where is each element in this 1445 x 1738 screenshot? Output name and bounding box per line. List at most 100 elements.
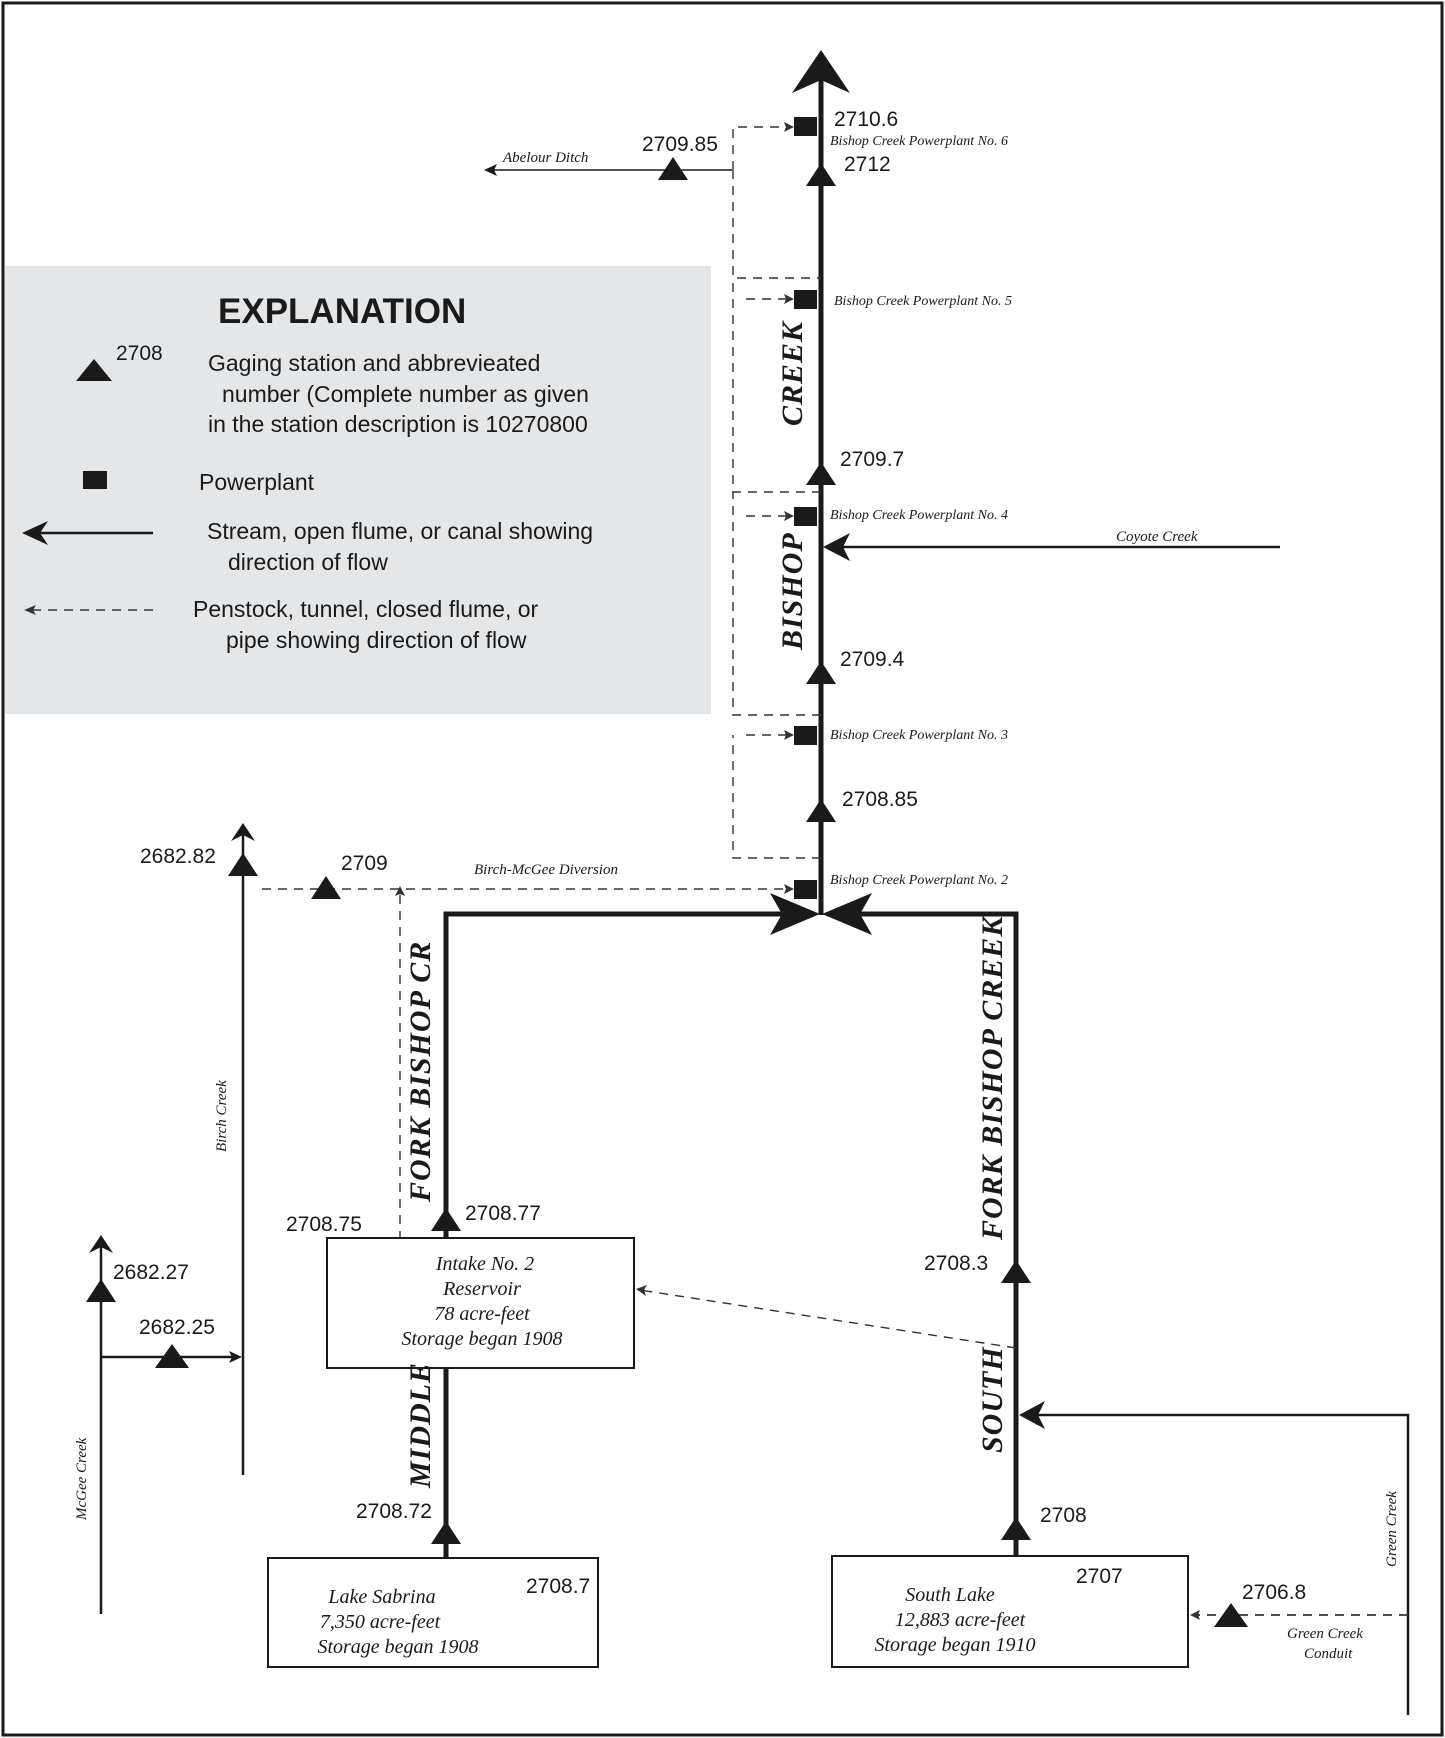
south-lake-name: South Lake: [905, 1584, 995, 1606]
penstock-arrowheads: [395, 122, 1200, 1620]
station-2709-4-marker: [806, 661, 836, 684]
legend-pipe-line-2: pipe showing direction of flow: [226, 627, 527, 653]
intake-capacity: 78 acre-feet: [434, 1303, 530, 1325]
sabrina-capacity: 7,350 acre-feet: [320, 1611, 441, 1633]
middle-fork: [443, 893, 820, 1558]
label-south-lower: SOUTH: [976, 1346, 1009, 1453]
powerplant-4: [794, 507, 817, 526]
legend-panel: EXPLANATION 2708 Gaging station and abbr…: [5, 266, 711, 714]
intake-name: Intake No. 2: [435, 1253, 534, 1275]
station-2708-77-label: 2708.77: [465, 1202, 541, 1225]
powerplant-icon: [83, 471, 107, 489]
green-creek-label: Green Creek: [1384, 1491, 1400, 1567]
mcgee-creek-label: McGee Creek: [74, 1437, 90, 1521]
penstocks: [262, 126, 1408, 1616]
coyote-creek-label: Coyote Creek: [1116, 529, 1198, 545]
powerplant-2-label: Bishop Creek Powerplant No. 2: [830, 873, 1008, 888]
station-2709-4-label: 2709.4: [840, 648, 905, 671]
legend-station-example: 2708: [116, 342, 163, 365]
station-2708-7-label: 2708.7: [526, 1575, 590, 1598]
powerplant-2: [794, 880, 817, 899]
station-2709-7-marker: [806, 462, 836, 485]
label-middle-lower: MIDDLE: [404, 1362, 437, 1489]
powerplant-6-label: Bishop Creek Powerplant No. 6: [830, 134, 1008, 149]
station-2708-3-label: 2708.3: [924, 1252, 988, 1275]
intake-storage: Storage began 1908: [401, 1328, 562, 1350]
stream-arrow-icon: [22, 521, 153, 545]
intake-reservoir: Intake No. 2 Reservoir 78 acre-feet Stor…: [326, 1237, 635, 1369]
station-2708-72-label: 2708.72: [356, 1500, 432, 1523]
station-2709-85-label: 2709.85: [642, 133, 718, 156]
green-conduit-label-1: Green Creek: [1287, 1626, 1363, 1642]
powerplant-4-label: Bishop Creek Powerplant No. 4: [830, 508, 1008, 523]
legend-station-line-1: Gaging station and abbrevieated: [208, 350, 540, 376]
station-2708-label: 2708: [1040, 1504, 1087, 1527]
legend-station-line-3: in the station description is 10270800: [208, 411, 588, 437]
station-2707-label: 2707: [1076, 1565, 1123, 1588]
station-2708-85-label: 2708.85: [842, 788, 918, 811]
bishop-creek-main: [792, 50, 850, 915]
station-2709-marker: [311, 876, 341, 899]
abelour-ditch: [484, 164, 732, 176]
legend-stream-line-1: Stream, open flume, or canal showing: [207, 518, 593, 544]
mcgee-creek: [89, 1235, 242, 1614]
powerplants: [794, 117, 817, 899]
south-lake: South Lake 12,883 acre-feet Storage bega…: [831, 1555, 1189, 1668]
south-lake-capacity: 12,883 acre-feet: [895, 1609, 1026, 1631]
station-2682-82-label: 2682.82: [140, 845, 216, 868]
legend-powerplant-label: Powerplant: [199, 469, 315, 495]
birch-mcgee-label: Birch-McGee Diversion: [474, 862, 618, 878]
powerplant-3: [794, 726, 817, 745]
south-lake-storage: Storage began 1910: [874, 1634, 1035, 1656]
sabrina-storage: Storage began 1908: [317, 1636, 478, 1658]
legend-pipe-line-1: Penstock, tunnel, closed flume, or: [193, 596, 539, 622]
legend-title: EXPLANATION: [218, 292, 466, 331]
label-creek: CREEK: [776, 320, 809, 426]
powerplant-3-label: Bishop Creek Powerplant No. 3: [830, 728, 1008, 743]
green-conduit-label-2: Conduit: [1304, 1646, 1353, 1662]
powerplant-5-label: Bishop Creek Powerplant No. 5: [834, 294, 1012, 309]
label-south-fork-upper: FORK BISHOP CREEK: [976, 915, 1009, 1241]
lake-sabrina: Lake Sabrina 7,350 acre-feet Storage beg…: [267, 1557, 599, 1668]
station-2682-82-marker: [228, 853, 258, 876]
station-2708-3-marker: [1001, 1260, 1031, 1283]
south-fork: [822, 893, 1019, 1558]
south-fork-arrowhead: [822, 893, 872, 935]
gaging-station-icon: [76, 359, 112, 381]
station-2709-7-label: 2709.7: [840, 448, 904, 471]
middle-fork-arrowhead: [770, 893, 820, 935]
station-2708-77-marker: [431, 1208, 461, 1231]
birch-creek: [231, 823, 255, 1475]
station-2682-25-label: 2682.25: [139, 1316, 215, 1339]
sabrina-name: Lake Sabrina: [327, 1586, 435, 1608]
station-2708-marker: [1001, 1517, 1031, 1540]
intake-type: Reservoir: [442, 1278, 521, 1300]
birch-creek-label: Birch Creek: [214, 1080, 230, 1152]
legend-stream-line-2: direction of flow: [228, 549, 388, 575]
powerplant-5: [794, 290, 817, 309]
powerplant-6: [794, 117, 817, 136]
station-2682-25-marker: [155, 1344, 189, 1368]
label-middle-fork-upper: FORK BISHOP CR: [404, 941, 437, 1203]
label-bishop: BISHOP: [776, 532, 809, 651]
legend-station-line-2: number (Complete number as given: [222, 381, 589, 407]
station-2708-75-label: 2708.75: [286, 1213, 362, 1236]
station-2712-label: 2712: [844, 153, 891, 176]
station-2710-6-label: 2710.6: [834, 108, 898, 131]
station-2709-label: 2709: [341, 852, 388, 875]
station-2708-72-marker: [431, 1521, 461, 1544]
pipe-arrow-icon: [24, 605, 160, 615]
station-2712-marker: [806, 163, 836, 186]
station-2682-27-marker: [86, 1279, 116, 1302]
station-2706-8-label: 2706.8: [1242, 1581, 1306, 1604]
outflow-arrowhead: [792, 50, 850, 93]
coyote-creek: [823, 533, 1280, 561]
station-2709-85-marker: [658, 157, 688, 180]
legend-background: [5, 266, 711, 714]
station-2708-85-marker: [806, 799, 836, 822]
abelour-ditch-label: Abelour Ditch: [502, 150, 588, 166]
station-2682-27-label: 2682.27: [113, 1261, 189, 1284]
station-2706-8-marker: [1214, 1603, 1248, 1627]
